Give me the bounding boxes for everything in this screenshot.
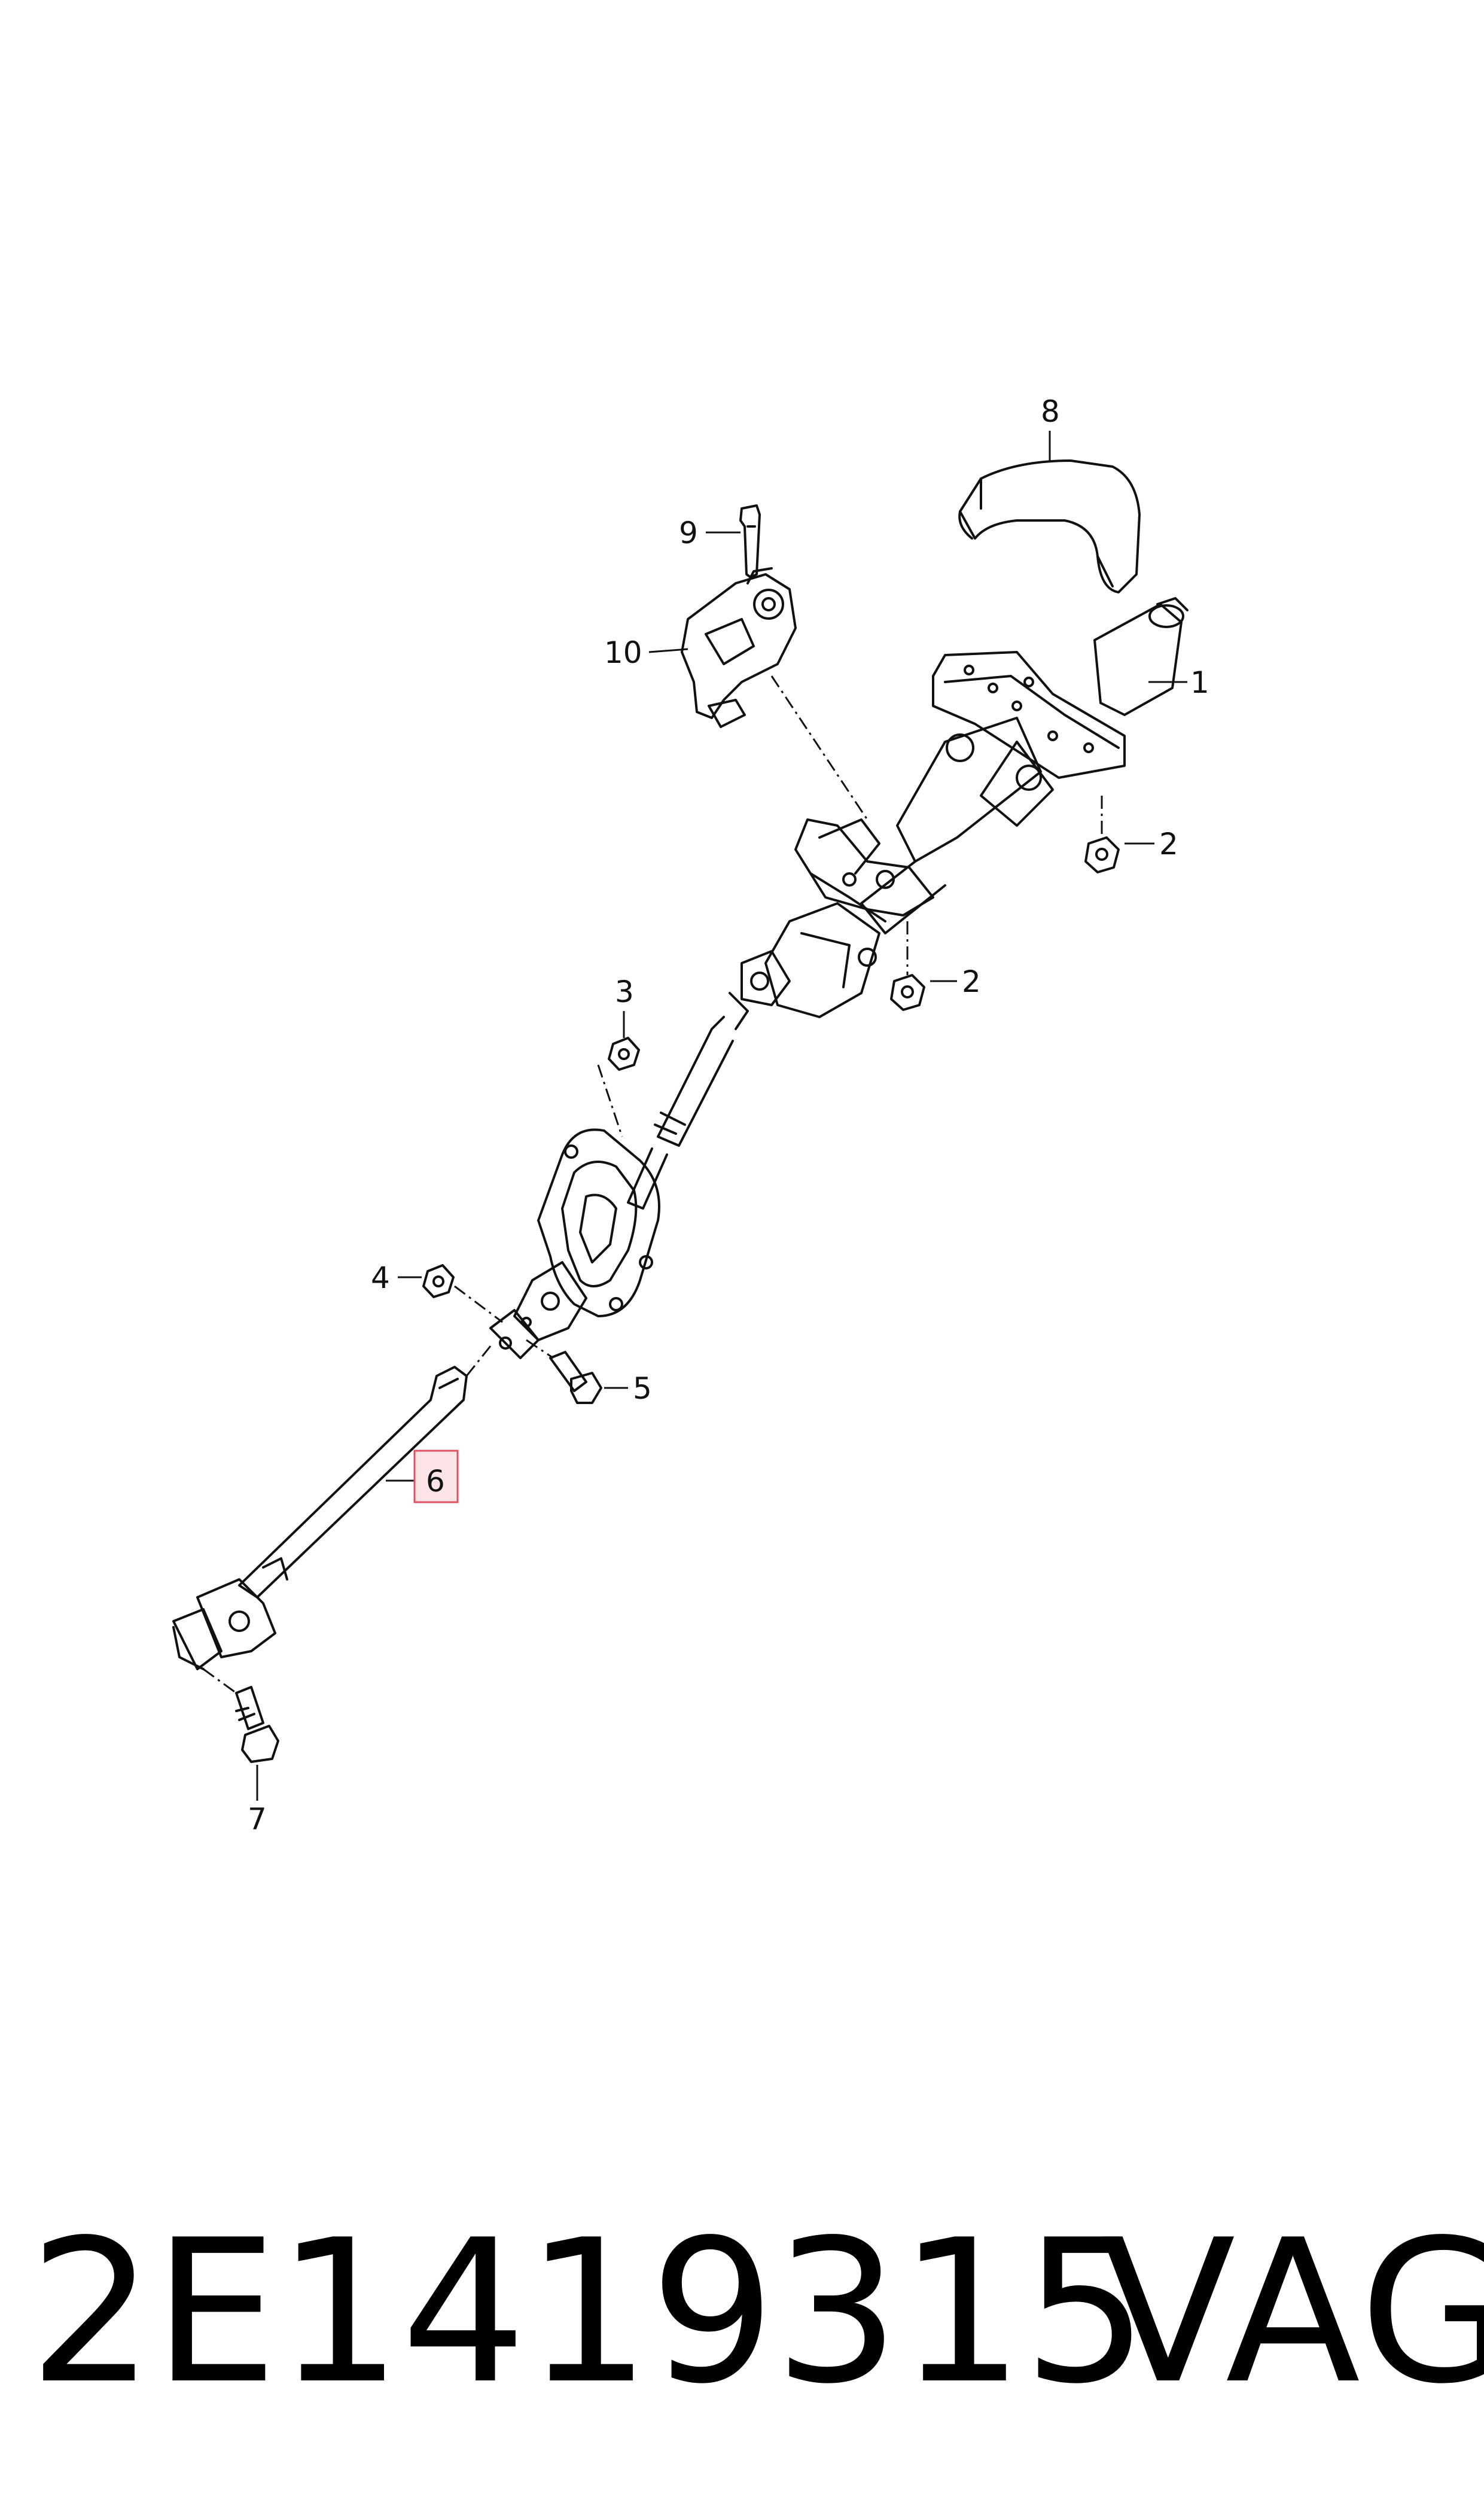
alignment-line-7 bbox=[203, 1668, 237, 1694]
callout-2b: 2 bbox=[962, 964, 981, 999]
callout-10: 10 bbox=[604, 635, 642, 670]
callout-8: 8 bbox=[1041, 394, 1060, 429]
steering-column-diagram: 1 2 2 3 4 5 6 7 8 9 10 bbox=[172, 394, 1209, 1837]
part-1-column-upper bbox=[729, 597, 1189, 1030]
callout-3: 3 bbox=[615, 975, 634, 1009]
callout-2a: 2 bbox=[1159, 827, 1178, 861]
callout-9: 9 bbox=[679, 516, 698, 550]
alignment-line-5 bbox=[526, 1339, 554, 1359]
callout-6: 6 bbox=[426, 1464, 445, 1499]
part-number: 2E1419315 bbox=[29, 2197, 1148, 2427]
part-7-bolt bbox=[235, 1686, 279, 1763]
callout-5: 5 bbox=[633, 1371, 652, 1406]
part-4-nut bbox=[422, 1264, 455, 1298]
part-8-cover bbox=[958, 459, 1141, 593]
part-10-switch-housing bbox=[681, 567, 797, 728]
highlight-box-6 bbox=[413, 1450, 459, 1503]
brand-name: VAG bbox=[1101, 2197, 1484, 2427]
alignment-line-4 bbox=[454, 1285, 503, 1323]
callout-7: 7 bbox=[248, 1802, 267, 1837]
part-5-bolt bbox=[549, 1351, 602, 1404]
callout-4: 4 bbox=[371, 1260, 390, 1295]
alignment-line-10 bbox=[770, 675, 869, 820]
callout-1: 1 bbox=[1190, 665, 1209, 700]
part-2-nut-right bbox=[1084, 836, 1120, 873]
part-9-clip bbox=[739, 504, 761, 578]
firewall-seal-plate bbox=[489, 1128, 660, 1359]
part-6-lower-shaft bbox=[172, 1366, 468, 1670]
part-2-nut-center bbox=[890, 974, 925, 1011]
alignment-line-3 bbox=[597, 1064, 623, 1137]
part-3-nut bbox=[608, 1037, 640, 1071]
alignment-line-6 bbox=[465, 1345, 492, 1377]
intermediate-shaft bbox=[627, 1016, 734, 1210]
leader-10 bbox=[648, 648, 688, 653]
